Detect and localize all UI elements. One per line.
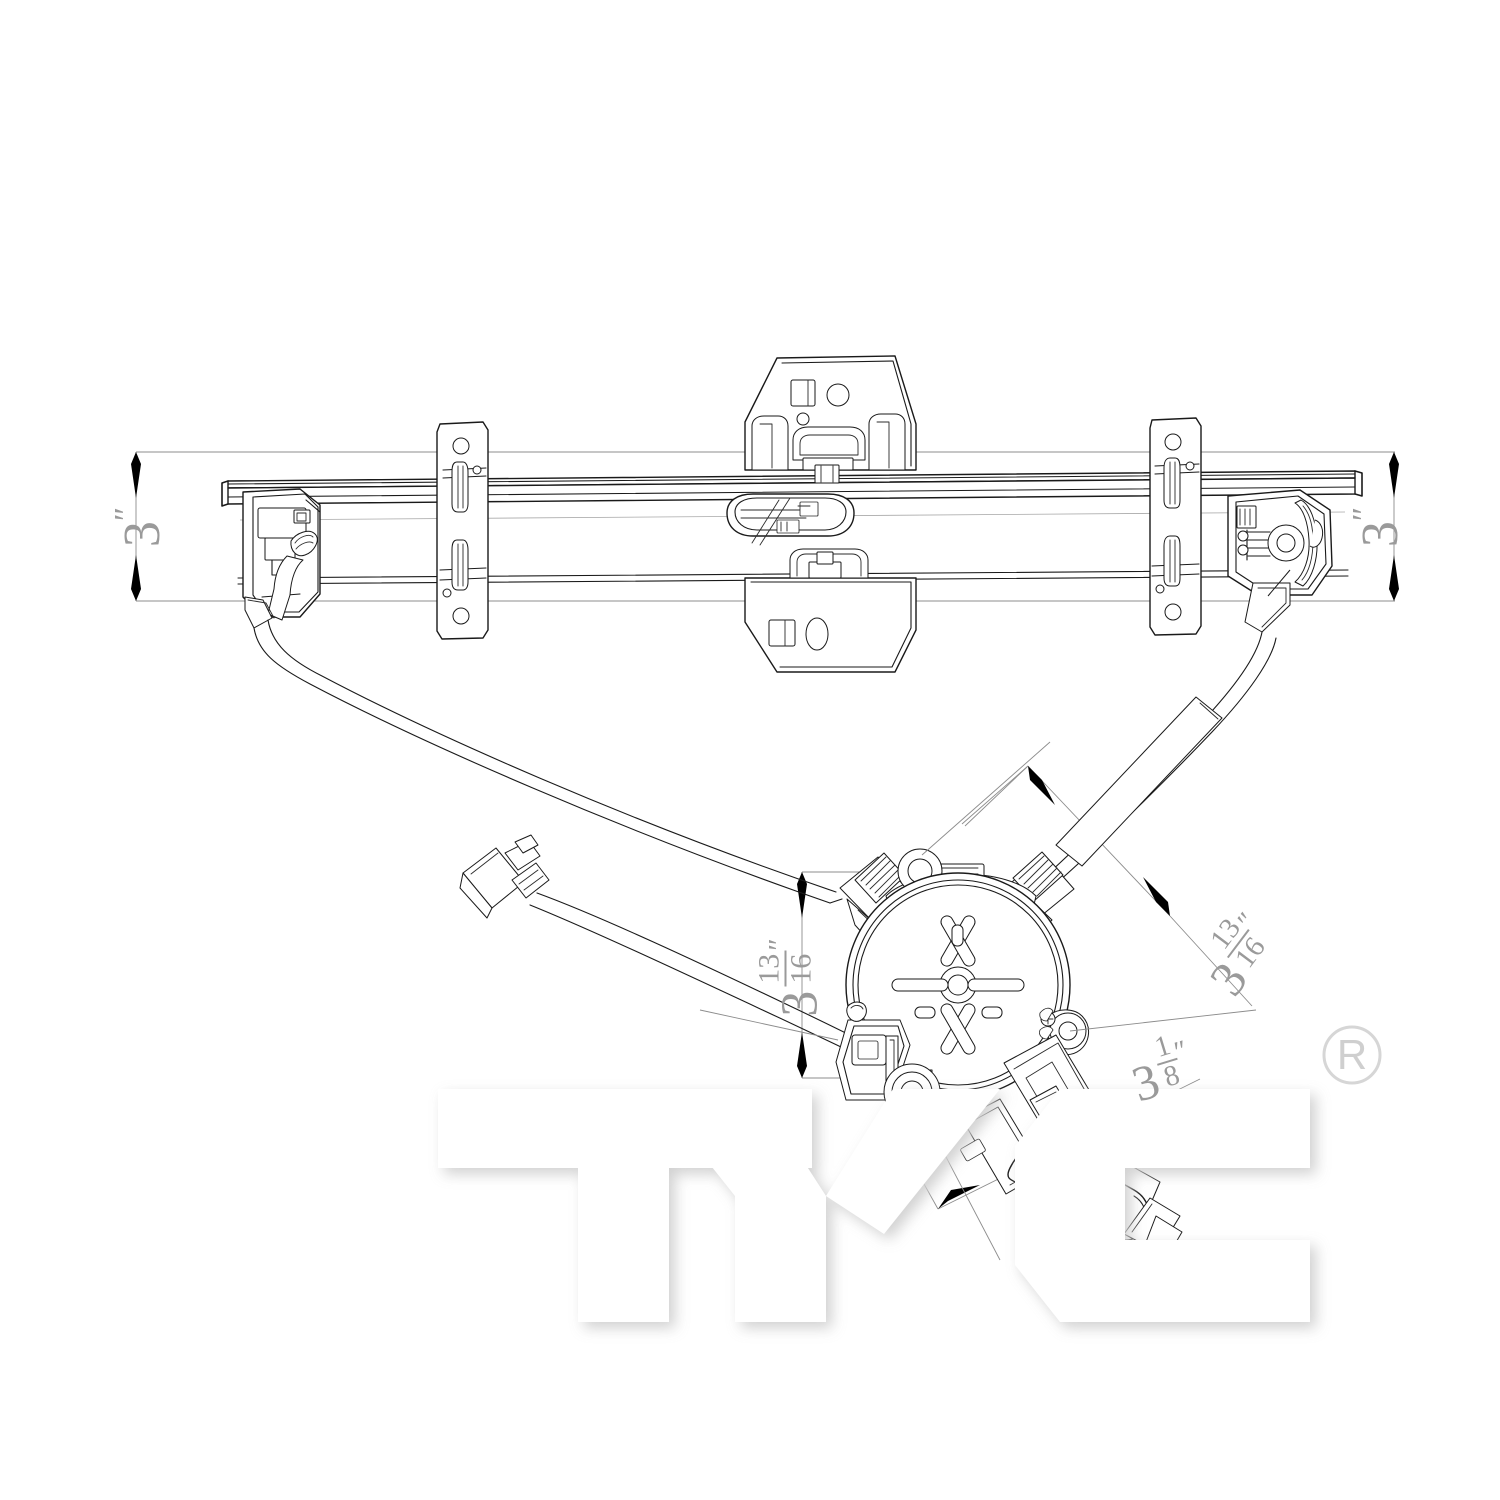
electrical-connector [459, 834, 881, 1063]
right-drive-cable [1047, 631, 1277, 883]
dimension-label-center-vertical: 3 13 16 ″ [753, 898, 830, 1058]
center-mounting-bracket [744, 355, 917, 673]
drum-radial-slots [891, 915, 1025, 1055]
left-mounting-bracket [436, 421, 489, 640]
dim-value-right: 3 [1352, 521, 1409, 548]
dim-value-center-whole: 3 [771, 990, 829, 1017]
dimension-label-left-height: 3″ [108, 487, 172, 567]
dim-center-numerator: 13 [753, 950, 787, 987]
right-mounting-bracket [1149, 417, 1202, 636]
left-end-bracket [242, 488, 321, 629]
left-drive-cable [253, 619, 843, 904]
glass-carrier-shoe [726, 493, 855, 546]
dim-unit-center: ″ [762, 938, 796, 951]
dimension-extension-lines [135, 451, 1395, 1210]
cable-conduit-sleeve [1055, 696, 1223, 867]
right-end-bracket [1227, 489, 1333, 633]
dimension-label-right-height: 3″ [1346, 487, 1410, 567]
dim-value-left: 3 [114, 521, 171, 548]
dim-unit-left: ″ [108, 506, 145, 522]
dim-center-denominator: 16 [784, 953, 818, 984]
dimension-arrowheads [131, 452, 1399, 1209]
dim-unit-right: ″ [1346, 506, 1383, 522]
